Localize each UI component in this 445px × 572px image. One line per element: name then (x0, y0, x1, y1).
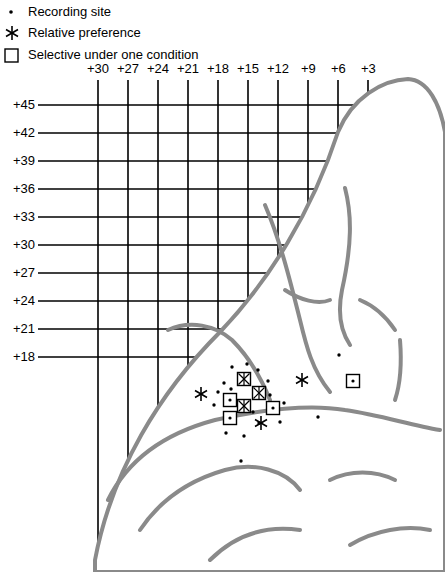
axis-label-left: +33 (13, 210, 35, 224)
legend-square (5, 49, 18, 62)
axis-label-top: +24 (147, 62, 169, 76)
axis-label-top: +18 (207, 62, 229, 76)
axis-label-left: +39 (13, 154, 35, 168)
axis-label-top: +12 (267, 62, 289, 76)
axis-label-top: +27 (117, 62, 139, 76)
axis-label-left: +24 (13, 294, 35, 308)
axis-label-top: +3 (361, 62, 376, 76)
axis-label-left: +45 (13, 98, 35, 112)
axis-label-left: +21 (13, 322, 35, 336)
axis-label-left: +42 (13, 126, 35, 140)
brain-sulci (108, 188, 440, 560)
axis-label-left: +18 (13, 350, 35, 364)
preference-symbols (195, 373, 360, 431)
axis-label-top: +9 (301, 62, 316, 76)
axis-label-top: +21 (177, 62, 199, 76)
legend-text: Relative preference (28, 26, 141, 40)
legend-text: Recording site (28, 5, 111, 19)
legend-text: Selective under one condition (28, 48, 199, 62)
axis-label-top: +30 (87, 62, 109, 76)
brain-outline (95, 79, 445, 572)
legend-dot (9, 10, 13, 14)
axis-label-top: +6 (331, 62, 346, 76)
axis-label-top: +15 (237, 62, 259, 76)
recording-sites (212, 353, 340, 462)
legend-asterisk (6, 26, 18, 40)
axis-label-left: +30 (13, 238, 35, 252)
axis-label-left: +36 (13, 182, 35, 196)
axis-label-left: +27 (13, 266, 35, 280)
